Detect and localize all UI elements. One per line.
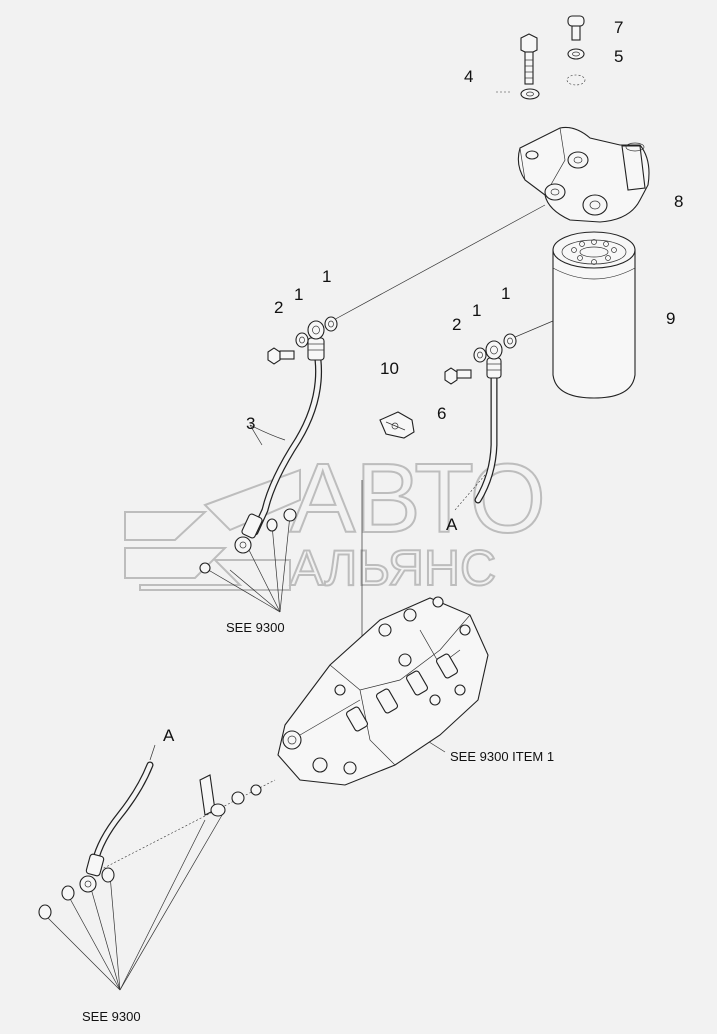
fuel-line-lower[interactable] (79, 761, 154, 893)
washer-5[interactable] (566, 48, 586, 86)
reference-see-9300-lower[interactable]: SEE 9300 (82, 1009, 141, 1024)
banjo-bolt-2-left[interactable] (267, 347, 295, 365)
sealing-washers-1-right[interactable] (473, 333, 517, 363)
part-number-6: 6 (437, 404, 446, 423)
injection-pump[interactable] (277, 596, 489, 786)
part-number-2-a: 2 (274, 298, 283, 317)
fuel-line-3[interactable] (234, 320, 325, 554)
lower-fittings[interactable] (38, 774, 262, 920)
part-number-7: 7 (614, 18, 623, 37)
watermark-logo: АВТО АЛЬЯНС (124, 442, 547, 597)
reference-see-9300-upper[interactable]: SEE 9300 (226, 620, 285, 635)
part-number-3: 3 (246, 414, 255, 433)
filter-cartridge-9[interactable] (552, 231, 636, 399)
part-number-1-b: 1 (294, 285, 303, 304)
part-number-8: 8 (674, 192, 683, 211)
watermark-line2: АЛЬЯНС (290, 540, 496, 596)
part-number-4: 4 (464, 67, 473, 86)
bolt-7[interactable] (567, 15, 585, 41)
fuel-line-right[interactable] (474, 340, 503, 504)
watermark-line1: АВТО (290, 443, 546, 553)
part-number-5: 5 (614, 47, 623, 66)
part-number-1-a: 1 (322, 267, 331, 286)
small-fittings-left[interactable] (199, 508, 297, 574)
sealing-washers-1-left[interactable] (295, 316, 338, 348)
part-number-9: 9 (666, 309, 675, 328)
part-number-10: 10 (380, 359, 399, 378)
bolt-4[interactable] (496, 33, 540, 100)
arrow-label-a-upper: A (446, 515, 458, 534)
part-number-1-c: 1 (501, 284, 510, 303)
clip-6[interactable] (379, 411, 415, 439)
part-number-2-b: 2 (452, 315, 461, 334)
reference-see-9300-item-1[interactable]: SEE 9300 ITEM 1 (450, 749, 554, 764)
arrow-label-a-lower: A (163, 726, 175, 745)
leader-lines (44, 204, 561, 991)
banjo-bolt-2-right[interactable] (444, 367, 472, 385)
part-number-1-d: 1 (472, 301, 481, 320)
filter-head-8[interactable] (517, 126, 650, 223)
